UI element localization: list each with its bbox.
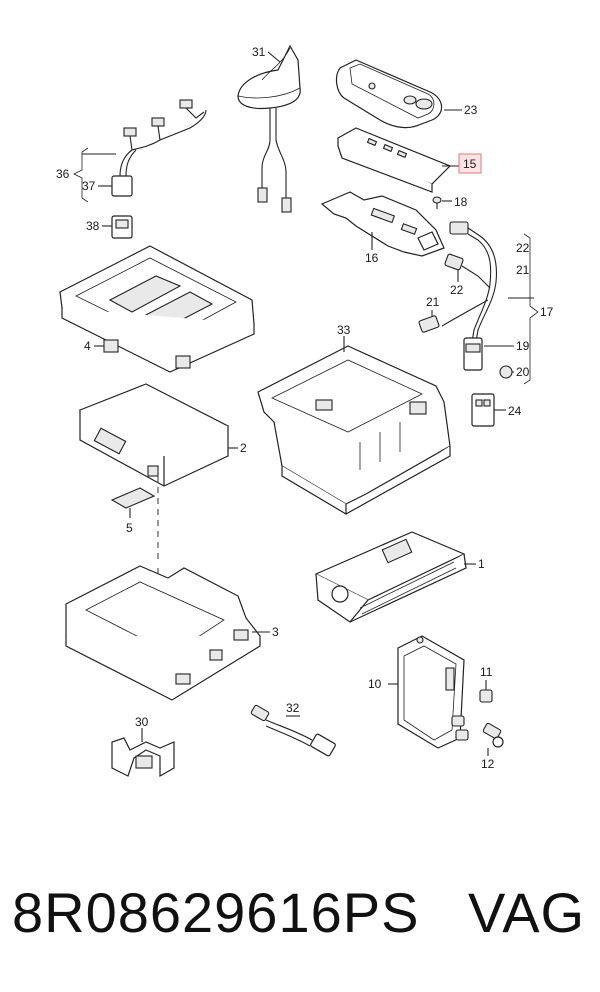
callout-11: 11 [480,665,493,679]
part-23-phone-cradle [335,59,443,129]
callout-30: 30 [135,715,149,729]
callout-18: 18 [454,195,468,209]
callout-24: 24 [508,404,522,418]
part-31-antenna [237,44,301,213]
callout-4: 4 [84,339,91,353]
callout-15: 15 [463,157,477,171]
callout-2: 2 [240,441,247,455]
highlight-box-15 [458,153,482,174]
callout-3: 3 [272,625,279,639]
callout-12: 12 [481,757,495,771]
callout-16: 16 [365,251,379,265]
part-37-small-harness [111,99,207,197]
callout-17: 17 [540,305,554,319]
part-18-screw [432,196,442,209]
callout-37: 37 [82,179,96,193]
part-15-adapter-plate [337,127,452,193]
part-2-control-unit [78,383,230,487]
part-10-module [397,635,465,749]
callout-36: 36 [56,167,70,181]
part-17-wiring-harness [418,221,513,427]
callout-5: 5 [126,521,133,535]
part-5-label [110,487,156,509]
callout-21-left: 21 [426,295,440,309]
part-1-radio-unit [314,531,467,623]
brand-text: VAG [468,881,586,944]
part-3-lower-bracket [65,565,261,701]
callout-22-left: 22 [450,283,464,297]
part-12-connectors [451,715,504,748]
part-number-text: 8R08629616PS [12,881,420,944]
callout-21-right: 21 [516,263,530,277]
callout-20: 20 [516,365,530,379]
callout-38: 38 [86,219,100,233]
callout-19: 19 [516,339,530,353]
part-33-housing [257,345,451,516]
part-30-clip [111,737,175,778]
part-4-tray-cover [59,245,255,373]
callout-10: 10 [368,677,382,691]
callout-1: 1 [478,557,485,571]
callout-22-right: 22 [516,241,530,255]
exploded-parts-diagram: 31 23 15 18 16 [56,44,554,778]
callout-31: 31 [252,45,266,59]
part-32-cable [250,704,336,757]
part-38-connector [111,215,133,239]
callout-32: 32 [286,701,300,715]
part-11-cap [479,689,493,703]
callout-33: 33 [337,323,351,337]
callout-23: 23 [464,103,478,117]
part-16-bracket [320,191,445,257]
